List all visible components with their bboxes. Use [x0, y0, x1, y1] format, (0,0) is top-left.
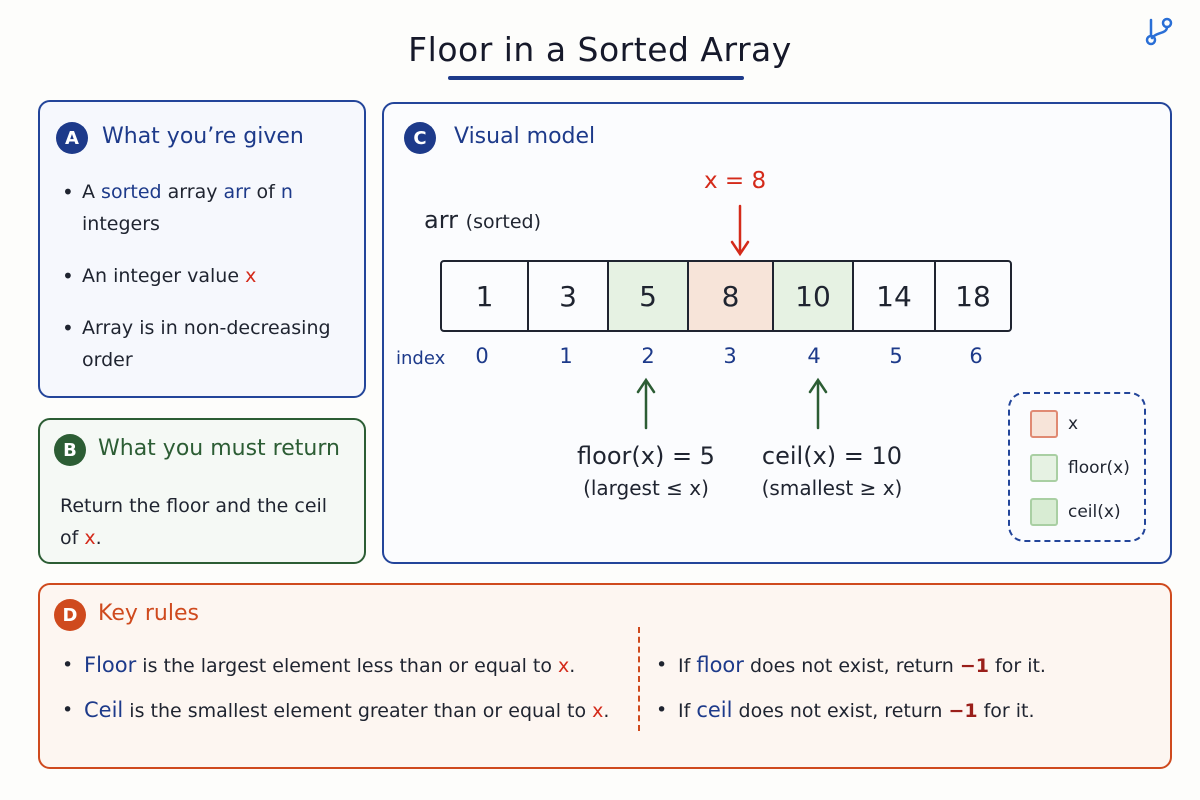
legend: x floor(x) ceil(x): [1008, 392, 1146, 542]
rules-right: If floor does not exist, return −1 for i…: [656, 643, 1046, 733]
index-number: 5: [889, 344, 903, 368]
array-cell: 1: [442, 262, 529, 330]
rule-floor: Floor is the largest element less than o…: [62, 643, 609, 688]
list-item: An integer value x: [62, 260, 352, 292]
ceil-equation: ceil(x) = 10: [761, 442, 903, 470]
index-number: 3: [723, 344, 737, 368]
page-title: Floor in a Sorted Array: [408, 30, 792, 69]
index-number: 0: [475, 344, 489, 368]
panel-b-heading: What you must return: [98, 436, 340, 461]
ceil-arrow: [808, 377, 828, 430]
floor-equation: floor(x) = 5: [577, 442, 715, 470]
rule-floor-missing: If floor does not exist, return −1 for i…: [656, 643, 1046, 688]
sorted-term: sorted: [101, 181, 162, 203]
return-text: Return the floor and the ceil of x.: [60, 495, 328, 549]
array-cell: 3: [529, 262, 609, 330]
title-underline: [448, 76, 744, 80]
legend-item-ceil: ceil(x): [1030, 498, 1121, 526]
array-cell-floor: 5: [609, 262, 689, 330]
list-item: A sorted array arr of n integers: [62, 176, 352, 240]
legend-item-floor: floor(x): [1030, 454, 1130, 482]
ceil-annotation: ceil(x) = 10 (smallest ≥ x): [732, 442, 932, 500]
badge-b: B: [54, 434, 86, 466]
legend-swatch-ceil: [1030, 498, 1058, 526]
index-number: 6: [969, 344, 983, 368]
list-item: Array is in non-decreasing order: [62, 312, 352, 376]
index-number: 2: [641, 344, 655, 368]
panel-key-rules: D Key rules Floor is the largest element…: [38, 583, 1172, 769]
ceil-description: (smallest ≥ x): [761, 476, 903, 500]
arr-label: arr (sorted): [424, 206, 542, 234]
index-number: 4: [807, 344, 821, 368]
x-term: x: [245, 265, 257, 287]
index-label: index: [396, 348, 446, 369]
array-cells: 1 3 5 8 10 14 18: [440, 260, 1012, 332]
array-cell: 14: [854, 262, 936, 330]
legend-item-x: x: [1030, 410, 1078, 438]
arr-term: arr: [223, 181, 251, 203]
x-value-label: x = 8: [704, 168, 767, 194]
x-arrow: [730, 204, 750, 257]
panel-c-heading: Visual model: [454, 124, 596, 149]
rule-ceil-missing: If ceil does not exist, return −1 for it…: [656, 688, 1046, 733]
x-term: x: [84, 527, 96, 549]
badge-c: C: [404, 122, 436, 154]
panel-return: B What you must return Return the floor …: [38, 418, 366, 564]
floor-annotation: floor(x) = 5 (largest ≤ x): [546, 442, 746, 500]
rule-ceil: Ceil is the smallest element greater tha…: [62, 688, 609, 733]
array-cell-x: 8: [689, 262, 774, 330]
badge-d: D: [54, 599, 86, 631]
legend-swatch-floor: [1030, 454, 1058, 482]
rules-left: Floor is the largest element less than o…: [62, 643, 609, 733]
given-list: A sorted array arr of n integers An inte…: [62, 176, 352, 396]
panel-given: A What you’re given A sorted array arr o…: [38, 100, 366, 398]
n-term: n: [280, 181, 293, 203]
panel-a-heading: What you’re given: [102, 124, 304, 149]
panel-d-heading: Key rules: [98, 601, 199, 626]
array-cell-ceil: 10: [774, 262, 854, 330]
rules-divider: [638, 627, 640, 731]
legend-swatch-x: [1030, 410, 1058, 438]
branch-icon: [1145, 17, 1173, 46]
index-number: 1: [559, 344, 573, 368]
floor-arrow: [636, 377, 656, 430]
panel-visual-model: C Visual model arr (sorted) x = 8 1 3 5 …: [382, 102, 1172, 564]
badge-a: A: [56, 122, 88, 154]
floor-description: (largest ≤ x): [583, 476, 709, 500]
array-cell: 18: [955, 279, 991, 313]
